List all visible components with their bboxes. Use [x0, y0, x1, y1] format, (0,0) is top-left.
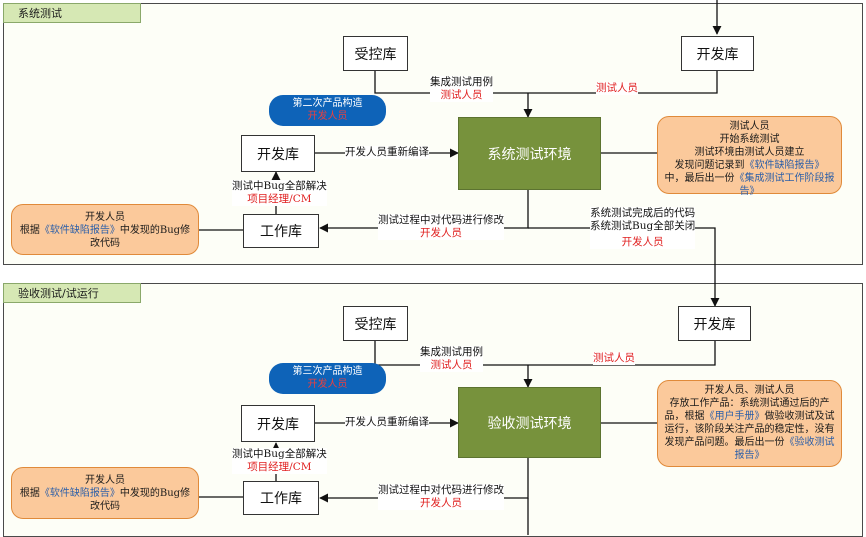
- complete-line1: 系统测试完成后的代码: [590, 207, 696, 219]
- note-right-line2: 开始系统测试: [719, 134, 780, 145]
- right-role-label: 测试人员: [596, 82, 638, 95]
- modify-text: 测试过程中对代码进行修改: [378, 214, 504, 226]
- acceptance-report-ref: 《验收测试报告》: [734, 437, 835, 461]
- build-title: 第二次产品构造: [292, 98, 363, 109]
- note-left-2: 开发人员 根据《软件缺陷报告》中发现的Bug修改代码: [11, 467, 199, 519]
- controlled-repo-box-2: 受控库: [343, 306, 408, 341]
- build-role-2: 开发人员: [307, 379, 348, 390]
- integration-testcase-role: 测试人员: [440, 89, 483, 101]
- build-pill-2: 第三次产品构造 开发人员: [269, 363, 386, 394]
- integration-testcase-text-2: 集成测试用例: [420, 346, 483, 358]
- note-left-line2c: 中发现的Bug修改代码: [90, 225, 191, 249]
- bug-resolve-role: 项目经理/CM: [247, 193, 312, 205]
- bug-resolve-label-2: 测试中Bug全部解决 项目经理/CM: [232, 448, 327, 474]
- integration-testcase-label: 集成测试用例 测试人员: [430, 76, 493, 102]
- note-left-2-line1: 开发人员: [85, 475, 125, 486]
- note-left-line1: 开发人员: [85, 212, 125, 223]
- modify-text-2: 测试过程中对代码进行修改: [378, 484, 504, 496]
- bug-resolve-text: 测试中Bug全部解决: [232, 180, 327, 192]
- complete-label: 系统测试完成后的代码 系统测试Bug全部关闭 开发人员: [590, 207, 696, 249]
- complete-role: 开发人员: [621, 236, 664, 248]
- note-right-line5a: 中，最后出一份: [664, 173, 735, 184]
- bug-resolve-role-2: 项目经理/CM: [247, 461, 312, 473]
- modify-label: 测试过程中对代码进行修改 开发人员: [378, 214, 504, 240]
- defect-report-ref: 《软件缺陷报告》: [744, 160, 825, 171]
- note-right-line3: 测试环境由测试人员建立: [694, 147, 805, 158]
- bug-resolve-label: 测试中Bug全部解决 项目经理/CM: [232, 180, 327, 206]
- integration-testcase-text: 集成测试用例: [430, 76, 493, 88]
- dev-repo-box-left-2: 开发库: [241, 405, 315, 442]
- note-left-2-report-ref: 《软件缺陷报告》: [39, 488, 120, 499]
- build-title-2: 第三次产品构造: [292, 366, 363, 377]
- note-left-2-line2a: 根据: [19, 488, 40, 499]
- note-left-report-ref: 《软件缺陷报告》: [39, 225, 120, 236]
- dev-repo-box-left: 开发库: [241, 135, 315, 172]
- lane-acceptance-test-title: 验收测试/试运行: [3, 283, 141, 303]
- note-left: 开发人员 根据《软件缺陷报告》中发现的Bug修改代码: [11, 204, 199, 255]
- note-right: 测试人员 开始系统测试 测试环境由测试人员建立 发现问题记录到《软件缺陷报告》 …: [657, 116, 842, 197]
- integration-testcase-role-2: 测试人员: [430, 359, 473, 371]
- dev-repo-box-right: 开发库: [681, 36, 754, 71]
- recompile-label-2: 开发人员重新编译: [345, 416, 429, 429]
- work-repo-box-2: 工作库: [243, 481, 319, 515]
- note-left-2-line2c: 中发现的Bug修改代码: [90, 488, 191, 512]
- bug-resolve-text-2: 测试中Bug全部解决: [232, 448, 327, 460]
- build-pill: 第二次产品构造 开发人员: [269, 95, 386, 126]
- modify-role: 开发人员: [420, 227, 462, 239]
- note-right-2-line2: 存放工作产品：系统测试通过后的产品，根据: [664, 398, 830, 422]
- modify-label-2: 测试过程中对代码进行修改 开发人员: [378, 484, 504, 510]
- lane-system-test-title: 系统测试: [3, 3, 141, 23]
- user-manual-ref: 《用户手册》: [704, 411, 765, 422]
- work-repo-box: 工作库: [243, 214, 319, 248]
- note-left-line2a: 根据: [19, 225, 40, 236]
- note-right-line4a: 发现问题记录到: [674, 160, 745, 171]
- controlled-repo-box: 受控库: [343, 36, 408, 71]
- modify-role-2: 开发人员: [420, 497, 462, 509]
- environment-box-2: 验收测试环境: [458, 387, 601, 458]
- note-right-2-line3: 做验收测试及试运行，该阶段关注产品的稳定性，没有发现产品问题。最后出一份: [664, 411, 835, 448]
- stage-report-ref: 《集成测试工作阶段报告》: [734, 173, 835, 197]
- dev-repo-box-right-2: 开发库: [678, 306, 751, 341]
- recompile-label: 开发人员重新编译: [345, 146, 429, 159]
- right-role-label-2: 测试人员: [593, 352, 635, 365]
- build-role: 开发人员: [307, 111, 348, 122]
- note-right-line1: 测试人员: [729, 121, 770, 132]
- environment-box: 系统测试环境: [458, 117, 601, 190]
- note-right-2: 开发人员、测试人员 存放工作产品：系统测试通过后的产品，根据《用户手册》做验收测…: [657, 380, 842, 467]
- note-right-2-line1: 开发人员、测试人员: [704, 385, 795, 396]
- integration-testcase-label-2: 集成测试用例 测试人员: [420, 346, 483, 372]
- complete-line2: 系统测试Bug全部关闭: [590, 220, 696, 232]
